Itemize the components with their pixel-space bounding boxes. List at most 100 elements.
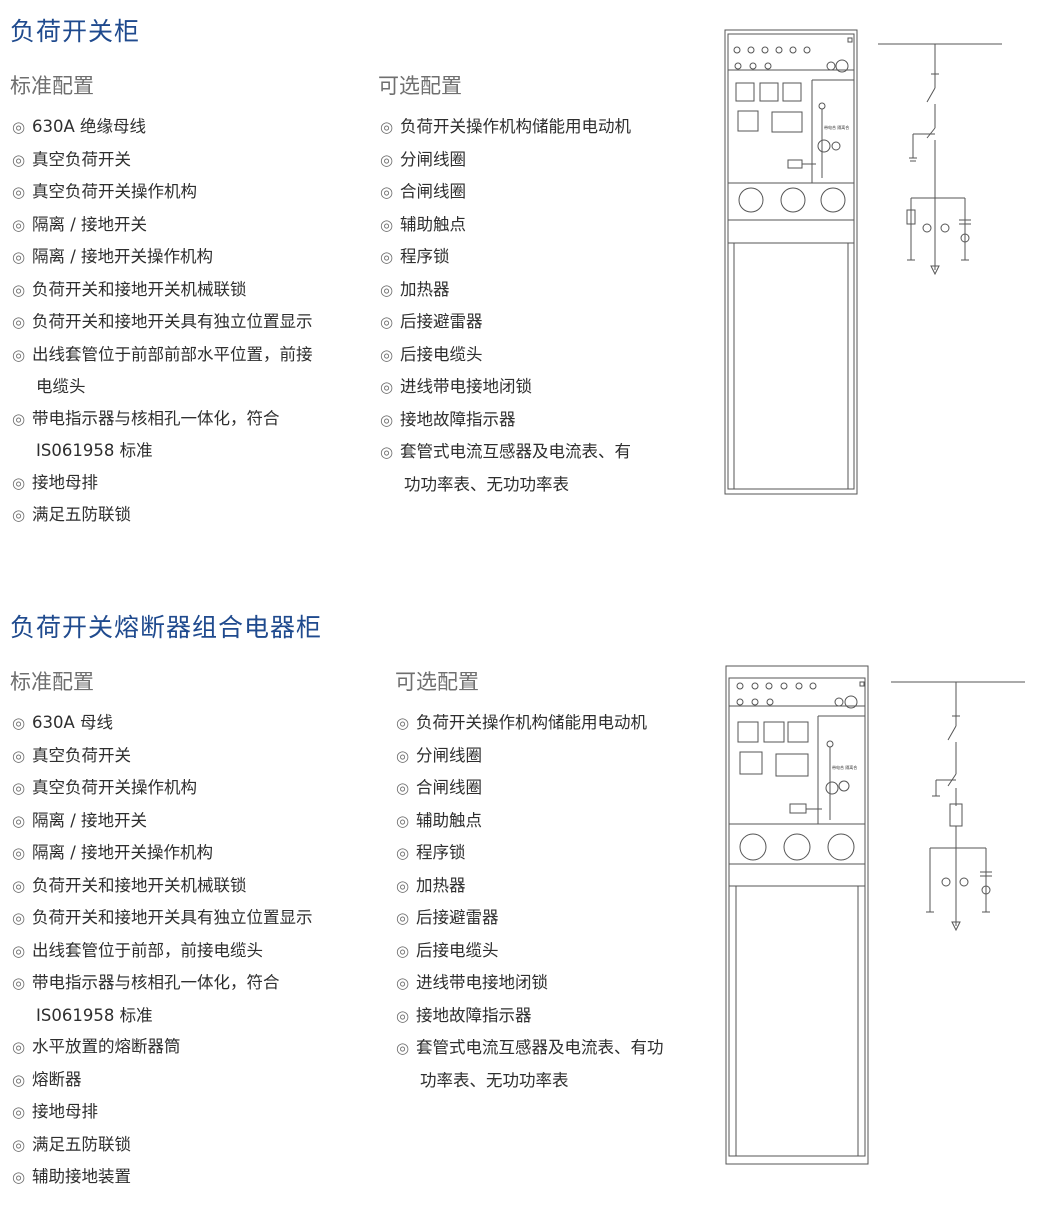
list-item-text: 负荷开关和接地开关具有独立位置显示 bbox=[32, 908, 313, 927]
list-item: ◎ 真空负荷开关 bbox=[12, 740, 313, 773]
list-item: ◎ 分闸线圈 bbox=[380, 144, 631, 177]
list-item: ◎隔离 / 接地开关 bbox=[12, 805, 313, 838]
list-item-text: 套管式电流互感器及电流表、有功 bbox=[416, 1038, 664, 1057]
list-item: IS061958 标准 bbox=[12, 435, 313, 467]
list-item-text: 程序锁 bbox=[416, 843, 466, 862]
bullet-icon: ◎ bbox=[396, 974, 410, 992]
list-item: ◎负荷开关和接地开关具有独立位置显示 bbox=[12, 902, 313, 935]
list-item-text: 满足五防联锁 bbox=[32, 505, 131, 524]
bullet-icon: ◎ bbox=[380, 183, 394, 201]
list-item-text: 630A 绝缘母线 bbox=[32, 117, 147, 136]
list-item-text: 真空负荷开关操作机构 bbox=[32, 182, 197, 201]
list-item: ◎辅助接地装置 bbox=[12, 1161, 313, 1194]
bullet-icon: ◎ bbox=[12, 313, 26, 331]
bullet-icon: ◎ bbox=[12, 779, 26, 797]
bullet-icon: ◎ bbox=[380, 313, 394, 331]
list-item-text: 分闸线圈 bbox=[400, 149, 466, 169]
bullet-icon: ◎ bbox=[396, 909, 410, 927]
list-item: ◎ 满足五防联锁 bbox=[12, 1129, 313, 1162]
list-item: ◎分闸线圈 bbox=[396, 740, 664, 773]
standard-config-list: ◎630A 绝缘母线◎真空负荷开关◎真空负荷开关操作机构◎隔离 / 接地开关◎隔… bbox=[12, 111, 313, 532]
section-title: 负荷开关熔断器组合电器柜 bbox=[10, 613, 323, 642]
bullet-icon: ◎ bbox=[12, 1135, 26, 1154]
list-item-text: 后接电缆头 bbox=[416, 940, 499, 960]
bullet-icon: ◎ bbox=[380, 150, 394, 169]
list-item-text: 负荷开关操作机构储能用电动机 bbox=[416, 713, 647, 732]
list-item-text: 负荷开关和接地开关机械联锁 bbox=[32, 875, 247, 895]
list-item-text: 后接避雷器 bbox=[416, 908, 499, 927]
list-item: ◎ 辅助触点 bbox=[380, 209, 631, 242]
list-item: ◎ 630A 绝缘母线 bbox=[12, 111, 313, 144]
bullet-icon: ◎ bbox=[396, 1039, 410, 1057]
list-item-text: 隔离 / 接地开关操作机构 bbox=[32, 247, 214, 266]
list-item-text: 后接避雷器 bbox=[400, 312, 483, 331]
list-item: ◎负荷开关操作机构储能用电动机 bbox=[380, 111, 631, 144]
list-item-text: 辅助触点 bbox=[400, 214, 466, 234]
list-item: 功率表、无功功率表 bbox=[396, 1065, 664, 1097]
list-item: ◎ 水平放置的熔断器筒 bbox=[12, 1031, 313, 1064]
bullet-icon: ◎ bbox=[12, 746, 26, 765]
list-item: ◎加热器 bbox=[380, 274, 631, 307]
list-item: ◎进线带电接地闭锁 bbox=[396, 967, 664, 1000]
bullet-icon: ◎ bbox=[380, 215, 394, 234]
bullet-icon: ◎ bbox=[396, 746, 410, 765]
list-item-text: 辅助接地装置 bbox=[32, 1167, 131, 1186]
list-item-text: 熔断器 bbox=[32, 1069, 82, 1089]
standard-config-heading: 标准配置 bbox=[10, 74, 94, 98]
list-item-text: 负荷开关和接地开关机械联锁 bbox=[32, 279, 247, 299]
list-item: ◎ 带电指示器与核相孔一体化，符合 bbox=[12, 967, 313, 1000]
list-item-text: 合闸线圈 bbox=[400, 182, 466, 201]
bullet-icon: ◎ bbox=[12, 150, 26, 169]
list-item: ◎真空负荷开关 bbox=[12, 144, 313, 177]
list-item: ◎接地母排 bbox=[12, 1096, 313, 1129]
list-item-text: 功率表、无功功率表 bbox=[420, 1070, 569, 1090]
bullet-icon: ◎ bbox=[12, 118, 26, 136]
bullet-icon: ◎ bbox=[12, 941, 26, 960]
list-item-text: 接地故障指示器 bbox=[400, 409, 516, 429]
bullet-icon: ◎ bbox=[12, 248, 26, 266]
list-item: ◎满足五防联锁 bbox=[12, 499, 313, 532]
list-item: ◎接地故障指示器 bbox=[396, 1000, 664, 1033]
cabinet-front-drawing: 带电合 隔离合 bbox=[725, 665, 869, 1165]
bullet-icon: ◎ bbox=[12, 473, 26, 492]
list-item-text: 出线套管位于前部，前接电缆头 bbox=[32, 940, 263, 960]
single-line-diagram bbox=[878, 43, 1002, 276]
list-item-text: 功功率表、无功功率表 bbox=[404, 474, 569, 494]
list-item: ◎接地母排 bbox=[12, 467, 313, 500]
list-item-text: IS061958 标准 bbox=[36, 441, 153, 460]
list-item: ◎ 套管式电流互感器及电流表、有功 bbox=[396, 1032, 664, 1065]
bullet-icon: ◎ bbox=[380, 345, 394, 364]
bullet-icon: ◎ bbox=[12, 280, 26, 299]
list-item-text: 630A 母线 bbox=[32, 713, 114, 732]
list-item: 功功率表、无功功率表 bbox=[380, 469, 631, 501]
bullet-icon: ◎ bbox=[12, 876, 26, 895]
panel-label: 带电合 隔离合 bbox=[824, 124, 849, 130]
list-item: ◎隔离 / 接地开关操作机构 bbox=[12, 837, 313, 870]
standard-config-heading: 标准配置 bbox=[10, 670, 94, 694]
list-item-text: 程序锁 bbox=[400, 247, 450, 266]
bullet-icon: ◎ bbox=[396, 714, 410, 732]
bullet-icon: ◎ bbox=[396, 1006, 410, 1025]
list-item: ◎ 合闸线圈 bbox=[380, 176, 631, 209]
list-item: ◎熔断器 bbox=[12, 1064, 313, 1097]
list-item-text: 真空负荷开关操作机构 bbox=[32, 778, 197, 797]
bullet-icon: ◎ bbox=[12, 409, 26, 428]
list-item: ◎程序锁 bbox=[380, 241, 631, 274]
list-item-text: 接地母排 bbox=[32, 1102, 98, 1121]
bullet-icon: ◎ bbox=[380, 410, 394, 429]
list-item-text: 加热器 bbox=[400, 279, 450, 299]
list-item-text: 真空负荷开关 bbox=[32, 745, 131, 765]
bullet-icon: ◎ bbox=[12, 1038, 26, 1056]
panel-label: 带电合 隔离合 bbox=[832, 764, 857, 770]
list-item-text: 带电指示器与核相孔一体化，符合 bbox=[32, 973, 280, 992]
list-item-text: 满足五防联锁 bbox=[32, 1134, 131, 1154]
bullet-icon: ◎ bbox=[12, 974, 26, 992]
list-item: ◎隔离 / 接地开关 bbox=[12, 209, 313, 242]
single-line-diagram bbox=[891, 681, 1025, 932]
list-item-text: 水平放置的熔断器筒 bbox=[32, 1037, 181, 1056]
section-load-switch-cabinet: 负荷开关柜 标准配置 ◎630A 绝缘母线◎真空负荷开关◎真空负荷开关操作机构◎… bbox=[0, 0, 1050, 560]
section-title: 负荷开关柜 bbox=[10, 17, 141, 46]
list-item: ◎ 隔离 / 接地开关操作机构 bbox=[12, 241, 313, 274]
bullet-icon: ◎ bbox=[12, 215, 26, 234]
list-item: ◎ 真空负荷开关操作机构 bbox=[12, 772, 313, 805]
